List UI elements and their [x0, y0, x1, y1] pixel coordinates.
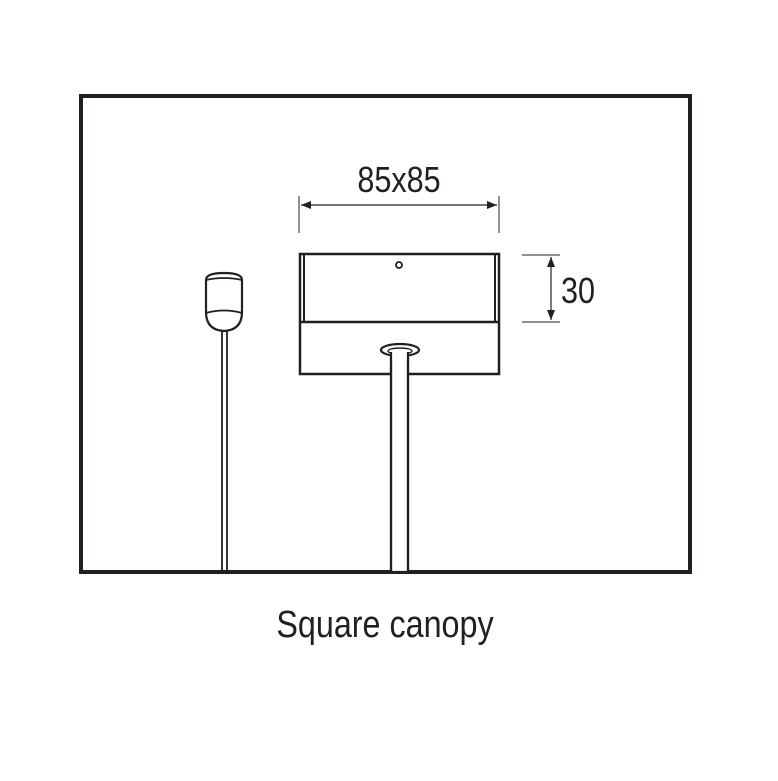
height-label: 30: [561, 272, 595, 312]
width-dimension: 85x85: [298, 161, 500, 233]
suspension-rod: [379, 342, 421, 574]
cable-pendant: [204, 271, 244, 572]
height-dimension: 30: [522, 254, 595, 323]
frame: [79, 94, 692, 574]
caption: Square canopy: [276, 604, 494, 646]
width-label: 85x85: [357, 161, 440, 201]
screw-icon: [395, 261, 403, 269]
